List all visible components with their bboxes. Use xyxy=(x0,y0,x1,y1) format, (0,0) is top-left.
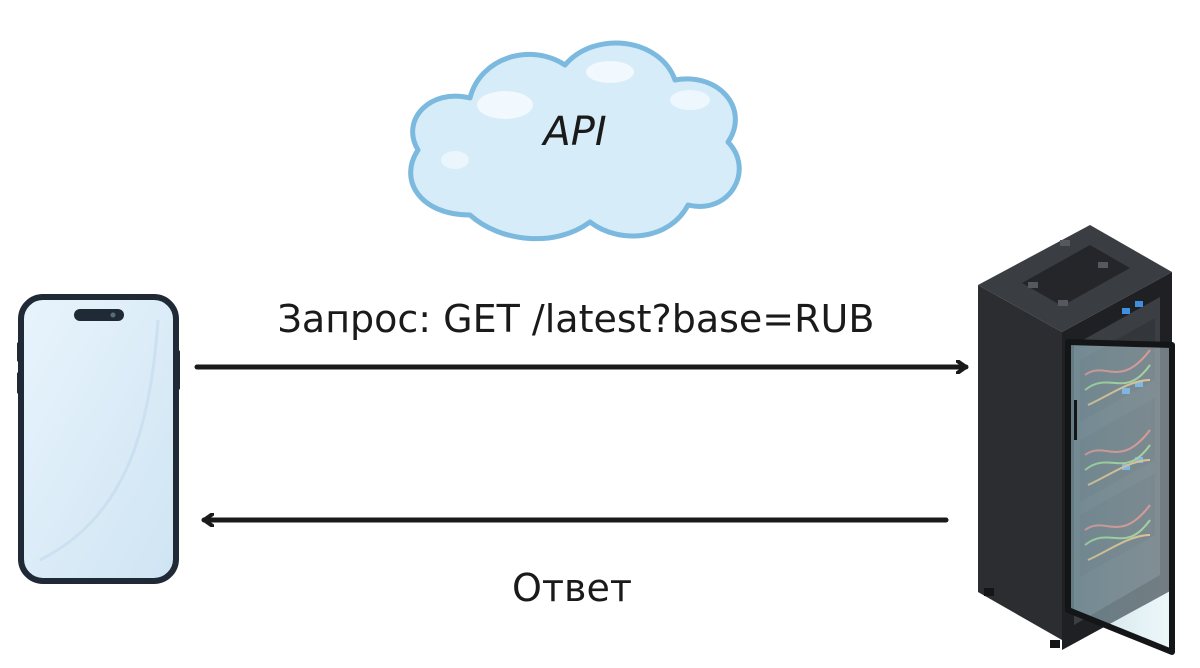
cloud-label: API xyxy=(540,109,606,155)
request-label: Запрос: GET /latest?base=RUB xyxy=(278,297,875,341)
response-label: Ответ xyxy=(512,566,632,610)
smartphone-icon xyxy=(17,294,180,584)
cloud-icon xyxy=(408,40,742,242)
server-rack-icon xyxy=(978,225,1175,655)
